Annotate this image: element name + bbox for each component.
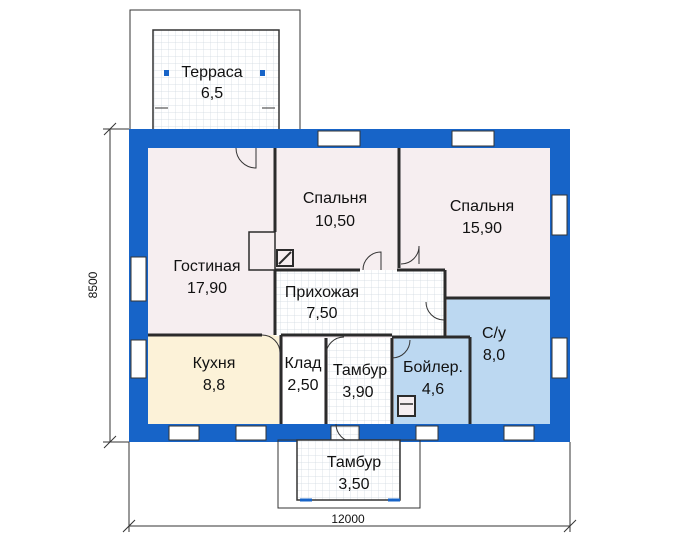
label-closet-name: Клад (285, 355, 323, 372)
room-hall (275, 270, 445, 336)
door-swings (235, 147, 445, 443)
dimension-width: 12000 (331, 512, 365, 526)
label-terrace-area: 6,5 (201, 85, 223, 102)
label-terrace-name: Терраса (181, 64, 242, 81)
dimension-height: 8500 (86, 271, 100, 298)
room-vestibule (328, 338, 390, 424)
label-lower-vestibule-area: 3,50 (338, 476, 369, 493)
boiler-icon (397, 395, 416, 417)
lower-vestibule (277, 439, 421, 509)
label-bedroom1-area: 10,50 (315, 213, 355, 230)
label-vestibule-area: 3,90 (342, 384, 373, 401)
label-bedroom1-name: Спальня (303, 190, 367, 207)
label-lower-vestibule-name: Тамбур (327, 454, 381, 471)
label-bath-name: С/у (482, 325, 506, 342)
room-kitchen (148, 335, 279, 424)
label-closet-area: 2,50 (287, 377, 318, 394)
label-bedroom2-area: 15,90 (462, 220, 502, 237)
label-boiler-name: Бойлер. (403, 359, 463, 376)
dimension-lines (103, 122, 577, 533)
chimney-block (248, 231, 276, 271)
interior-walls (148, 148, 550, 424)
label-vestibule-name: Тамбур (333, 362, 387, 379)
room-labels: Терраса 6,5 Гостиная 17,90 Спальня 10,50… (173, 64, 514, 493)
label-boiler-area: 4,6 (422, 381, 444, 398)
room-closet (283, 338, 324, 424)
label-bath-area: 8,0 (483, 347, 505, 364)
windows (130, 130, 568, 441)
label-living-name: Гостиная (173, 258, 240, 275)
label-hall-area: 7,50 (306, 305, 337, 322)
label-hall-name: Прихожая (285, 284, 359, 301)
label-bedroom2-name: Спальня (450, 198, 514, 215)
label-kitchen-area: 8,8 (203, 377, 225, 394)
label-living-area: 17,90 (187, 280, 227, 297)
label-kitchen-name: Кухня (193, 355, 236, 372)
